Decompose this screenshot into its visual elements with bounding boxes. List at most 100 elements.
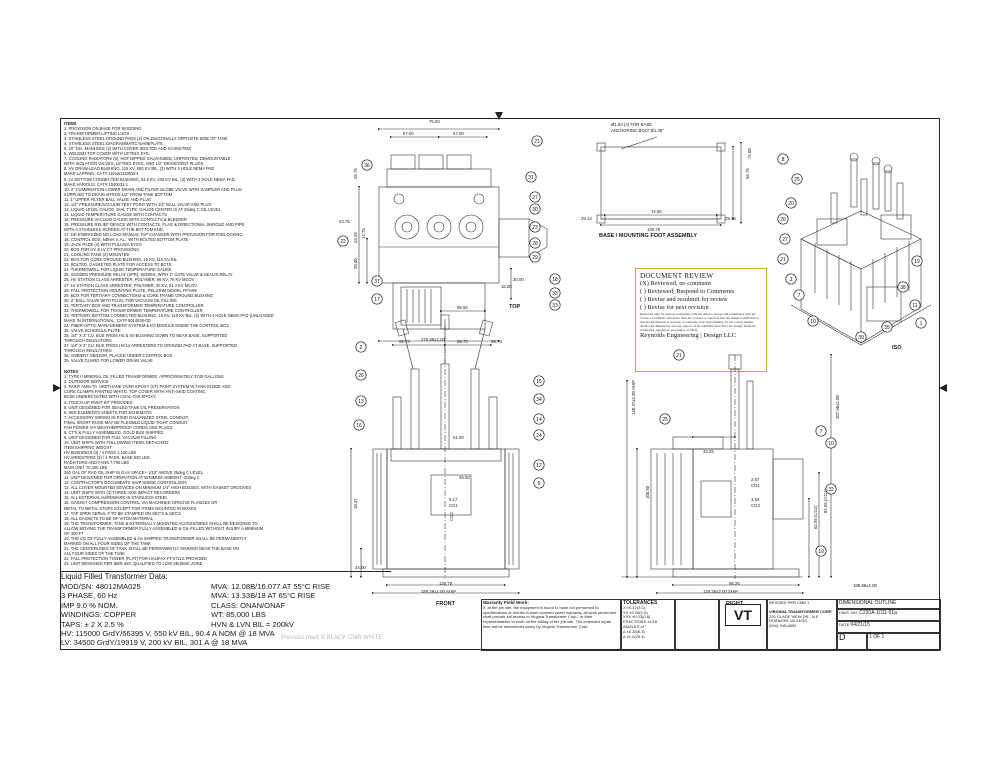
view-label-front: FRONT — [436, 601, 455, 607]
item-line: 12. 1/2" PRESSURE/VACUUM TEST POINT WITH… — [64, 201, 212, 207]
dimension-right: CG1 — [751, 483, 760, 488]
item-line: 4. STAINLESS STEEL DIAGRAMMATIC NAMEPLAT… — [64, 141, 164, 147]
dimension-top: 57.00 — [403, 131, 414, 136]
item-line: 13. LIQUID LEVEL GAUGE, DIAL TYPE, GAUGE… — [64, 206, 221, 212]
item-line: MAKE IN INTERNATIONAL, CAT# 5014638-0D — [64, 317, 151, 323]
item-line: 32. THERMOWELL FOR TRANSFORMER TEMPERATU… — [64, 307, 203, 313]
revision-note: REVISED PER CMB 1 — [769, 600, 810, 605]
callout-number: 37 — [374, 279, 380, 285]
ratings-title: Liquid Filled Transformer Data: — [61, 572, 168, 581]
tolerance-line: XXX ±0.03(0.8) — [623, 614, 651, 620]
dimension-right: CG2 — [751, 503, 760, 508]
note-line: MAIN UNIT 70,400 LBS — [64, 465, 108, 471]
dimension-right: 33.02 — [703, 449, 714, 454]
item-line: 26. HV STATION CLASS ARRESTER, POLYMER, … — [64, 277, 195, 283]
callout-balloon — [371, 275, 383, 287]
dimension-top: 20.00 — [513, 277, 524, 282]
note-line: 14. UNIT SHIPS WITH (3) THREE AXIS IMPAC… — [64, 490, 181, 496]
item-line: 2. TRANSFORMER LIFTING LUGS — [64, 131, 130, 137]
callout-number: 16 — [356, 423, 362, 429]
item-line: 35. VALVE SCHEDULE PLATE — [64, 327, 121, 333]
callout-balloon — [909, 299, 921, 311]
callout-balloon — [549, 273, 561, 285]
item-line: 31. TERTIARY BOX AND TRANSFORMER TEMPERA… — [64, 302, 204, 308]
callout-number: 39 — [858, 335, 864, 341]
dimension-top: 16.00 — [501, 284, 512, 289]
callout-number: 1 — [920, 321, 923, 327]
item-line: 23. BOLTED, GASKETED PLATE FOR ACCESS TO… — [64, 262, 172, 268]
dimension-right: 188.88±2.00 — [853, 583, 877, 588]
note-line: 17. TAP SPRR SERIAL # TO BE STAMPED ON S… — [64, 510, 181, 516]
callout-number: 29 — [532, 255, 538, 261]
callout-balloon — [549, 299, 561, 311]
note-line: 15. ALL EXTERNAL HARDWARE IS STAINLESS S… — [64, 495, 168, 501]
callout-number: 28 — [532, 241, 538, 247]
warranty-cell: Warranty Field Work: If, at the job site… — [481, 599, 621, 651]
item-line: 21. COOLING FANS (4) MOUNTED — [64, 252, 130, 258]
callout-number: 25 — [662, 417, 668, 423]
tolerances-title: TOLERANCES — [623, 600, 658, 606]
callout-number: 38 — [900, 285, 906, 291]
item-line: 3. STAINLESS STEEL GROUND PADS (2) ON DI… — [64, 136, 228, 142]
note-line: 4. TOUCH UP PAINT KIT PROVIDED — [64, 399, 133, 405]
note-line: 12. CONTRACTOR'S DOCUMENTS SHIP INSIDE C… — [64, 480, 187, 486]
dimension-front: 24.00 — [355, 565, 366, 570]
dimension-base: 56.75 — [745, 168, 750, 179]
callout-balloon — [531, 135, 543, 147]
review-firm: Reynolds Engineering | Design LLC — [640, 332, 737, 339]
view-label-top: TOP — [509, 304, 521, 310]
callout-balloon — [529, 191, 541, 203]
note-line: OF 300 FT — [64, 530, 84, 536]
rev-cell: D — [837, 633, 867, 651]
callout-balloon — [815, 545, 827, 557]
item-line: 8. HV DRAW-LEAD BUSHING, 115 KV, 550 KV … — [64, 166, 215, 172]
callout-number: 7 — [798, 293, 801, 299]
items-header: ITEMS — [64, 121, 77, 126]
top-view — [357, 127, 548, 343]
dimension-right: 3.54 — [751, 497, 760, 502]
callout-number: 3 — [790, 277, 793, 283]
dimension-front: 130.75 — [439, 581, 453, 586]
callout-number: 10 — [828, 441, 834, 447]
note-line: HV ARRESTERS (3) / 4 PADS, BASE 620 LBS — [64, 455, 150, 461]
callout-balloon — [529, 237, 541, 249]
item-line: SUPPLIED TO DRAIN WITHIN 1/2" FROM TANK … — [64, 191, 173, 197]
base-view — [596, 136, 743, 227]
dimension-right: 95.25 — [729, 581, 740, 586]
rating-line: IMP 9.0 % NOM. — [61, 600, 118, 610]
rating-line: HVN & LVN BIL = 200kV — [211, 619, 294, 629]
warranty-text: If, at the job site, the equipment is fo… — [483, 604, 617, 629]
callout-number: 21 — [780, 257, 786, 263]
callout-balloon — [371, 293, 383, 305]
callout-balloon — [533, 375, 545, 387]
callout-number: 19 — [914, 259, 920, 265]
company-name: VIRGINIA TRANSFORMER CORP. — [769, 608, 833, 614]
callout-number: 34 — [536, 397, 542, 403]
rating-line: WINDINGS: COPPER — [61, 610, 137, 620]
tolerance-line: X ±0.12(3.0) — [623, 604, 645, 610]
date-cell: DATE 04/21/15 — [837, 621, 941, 633]
callout-number: 23 — [532, 225, 538, 231]
tolerance-line: FRACTIONS ±1/16 — [623, 619, 658, 625]
note-line: BASE UNDERCOATED WITH COAL-TAR EPOXY. — [64, 394, 157, 400]
rating-line: MVA: 13.33B/18 AT 65°C RISE — [211, 591, 316, 601]
callout-number: 2 — [360, 345, 363, 351]
drawing-date: 04/21/15 — [850, 622, 870, 628]
item-line: 37. 1/4" X 3" CU. BUS FROM HV/LV ARRESTE… — [64, 343, 237, 349]
note-line: 10. UNIT SHIPS WITH FOLLOWING ITEMS DETA… — [64, 439, 170, 445]
note-line: 1. TYPE II MINERAL OIL FILLED TRANSFORME… — [64, 374, 224, 380]
item-line: 29. BOX FOR TERTIARY CONNECTIONS & CORE … — [64, 292, 214, 298]
item-line: 27. LV STATION CLASS ARRESTER, POLYMER, … — [64, 282, 197, 288]
callout-number: 36 — [364, 163, 370, 169]
callout-balloon — [529, 251, 541, 263]
vt-logo: VT — [725, 604, 761, 626]
note-line: 11. UNIT DESIGNED FOR OPERATION AT MINIM… — [64, 475, 200, 481]
callout-number: 25 — [794, 177, 800, 183]
dimension-front: 59.73 — [491, 339, 502, 344]
dwg-no-cell: DWG. NO. C220A-1011-01a — [837, 609, 941, 621]
note-line: 7. ACCESSORY WIRING IN RIGID GALVANIZED … — [64, 414, 189, 420]
lv-rating: LV: 34500 GrdY/19919 V, 200 kV BIL, 301 … — [61, 638, 248, 647]
dimension-right: 62.95 (CG2) — [813, 505, 818, 529]
dimension-right: 82.65 (CG1) — [823, 489, 828, 513]
